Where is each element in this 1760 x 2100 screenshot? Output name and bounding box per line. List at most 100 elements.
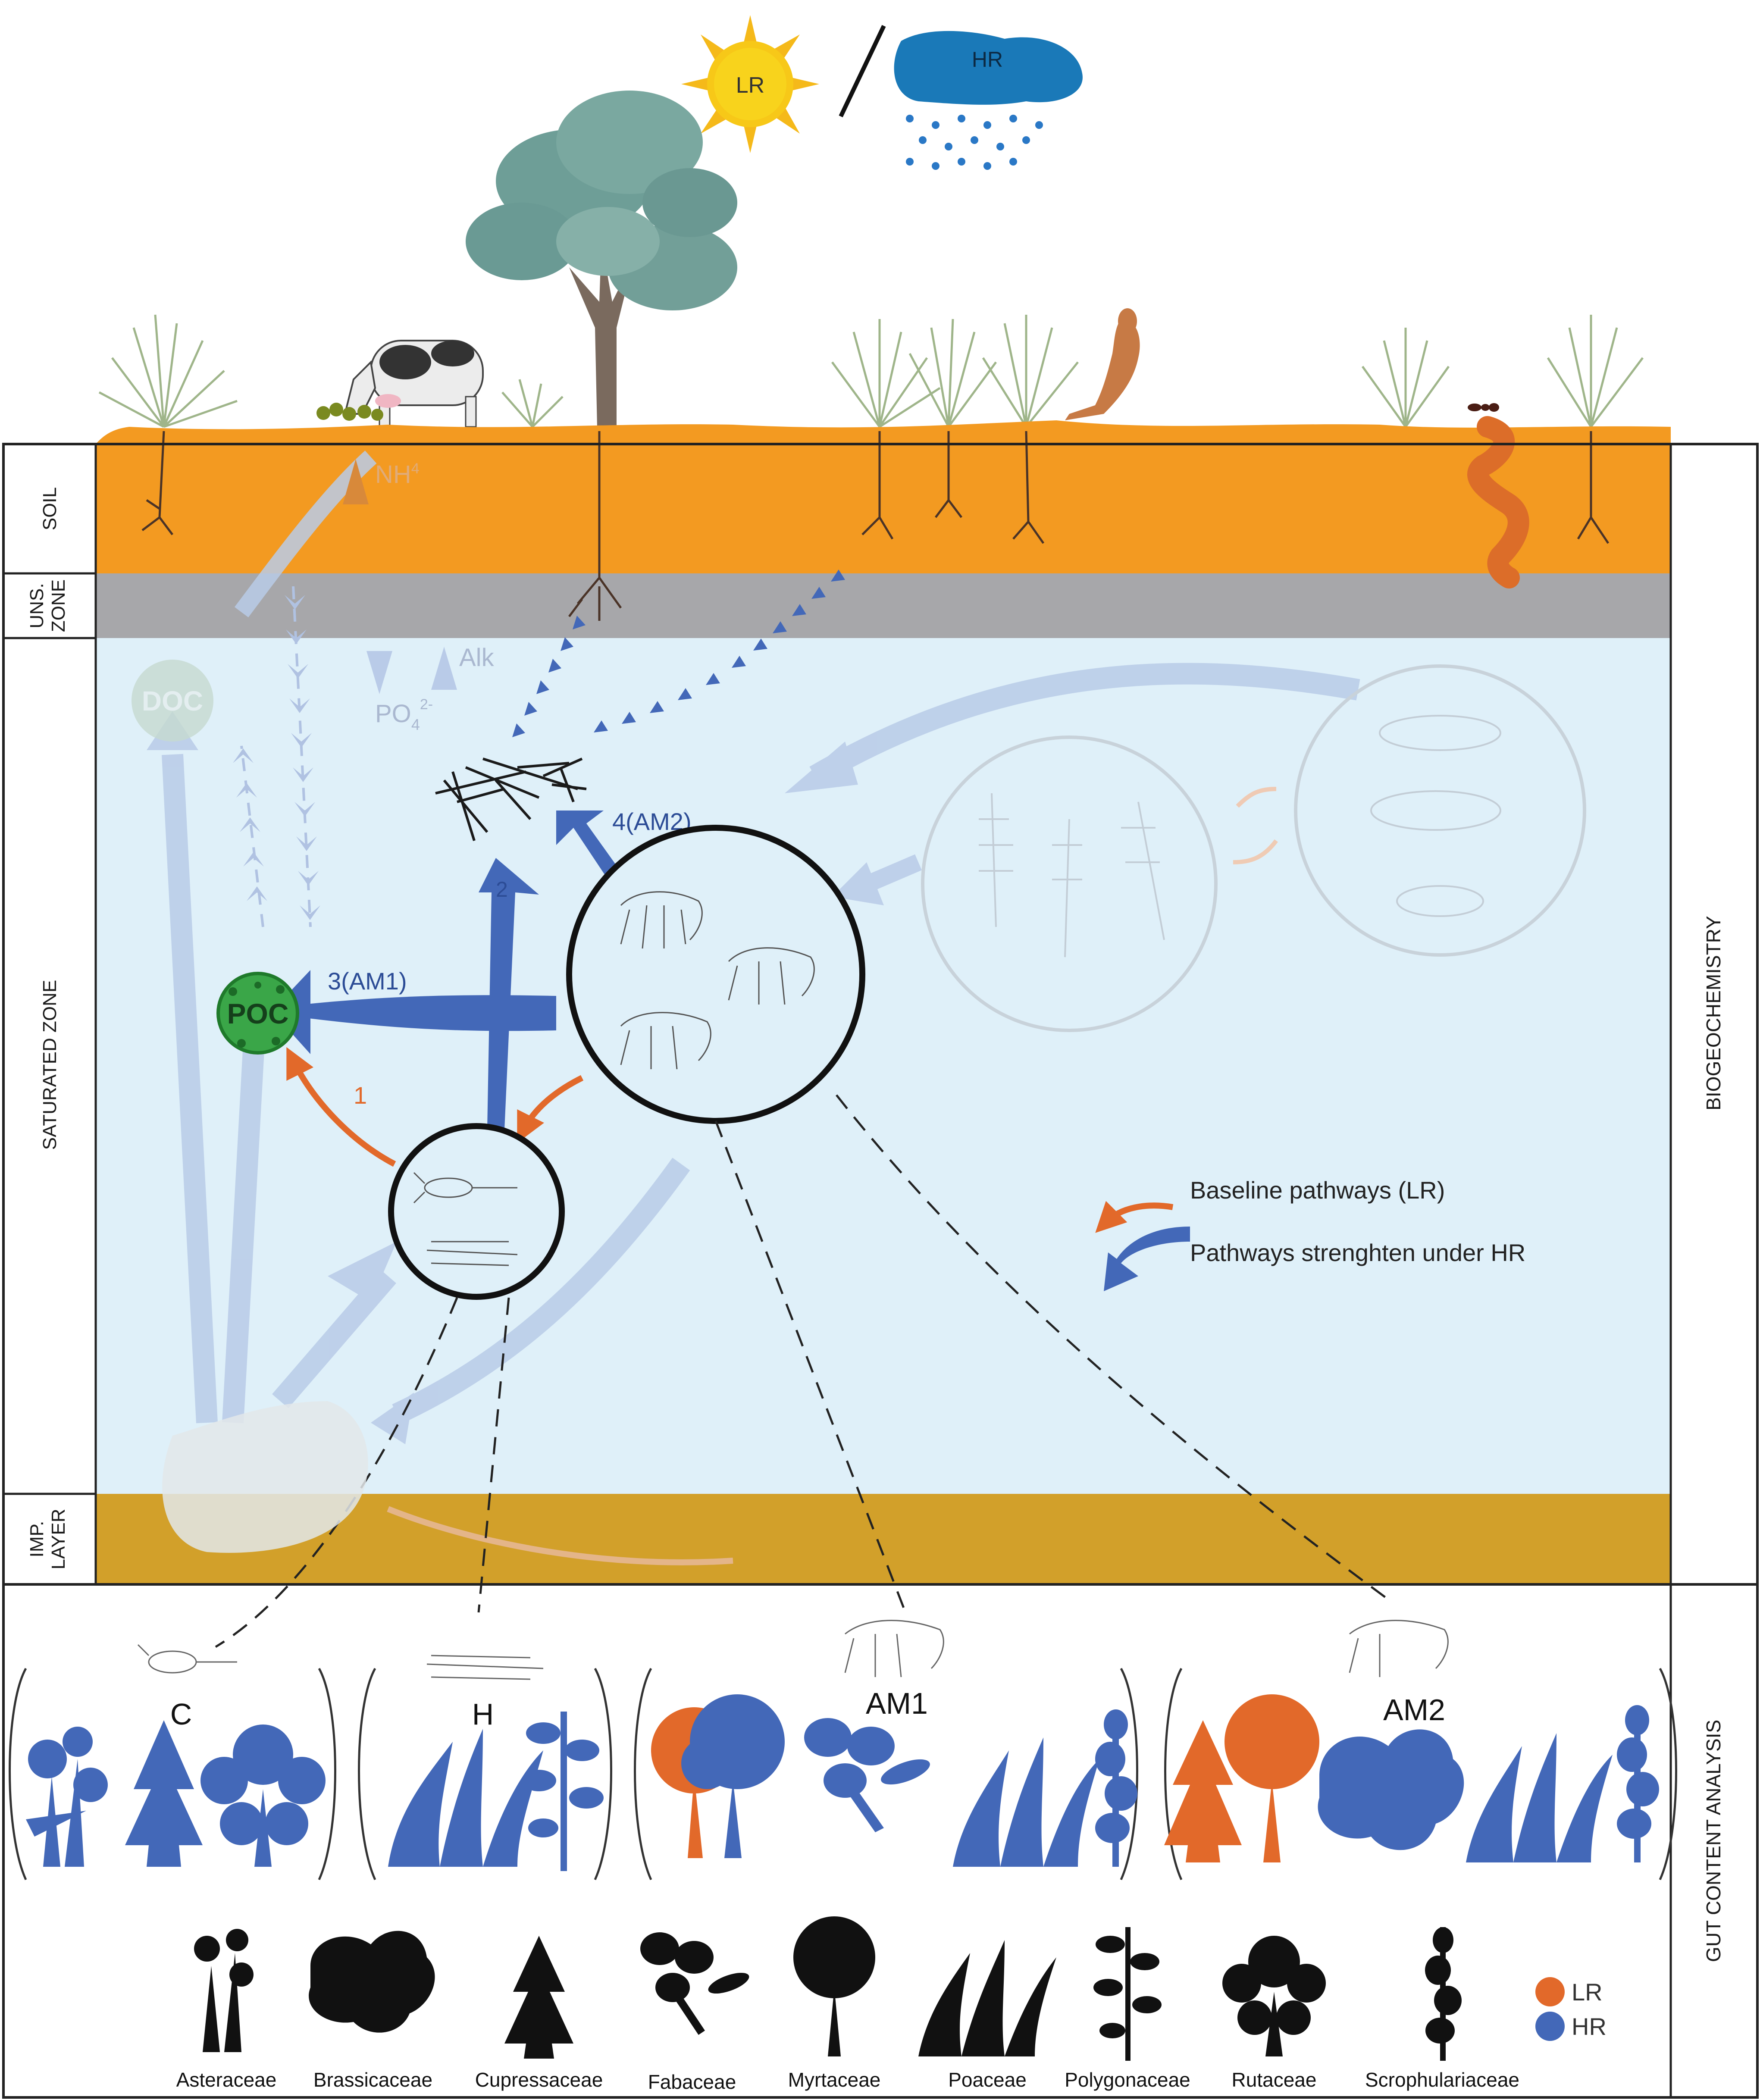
poc-label: POC: [227, 998, 288, 1030]
poaceae-icon: [918, 1940, 1056, 2056]
am2-diet-cupressaceae-icon: [1164, 1720, 1242, 1862]
am1-diet-myrtaceae-hr-icon: [681, 1694, 785, 1858]
h-diet-poaceae-icon: [388, 1729, 543, 1867]
dung-icon: [316, 403, 383, 421]
pathway-3-arrow: [302, 995, 556, 1031]
legend-baseline-arrow: [1095, 1201, 1174, 1233]
rain-cloud-icon: [894, 31, 1083, 170]
poc-pool: [216, 972, 299, 1055]
faded-beetle-sketches: [1370, 715, 1501, 917]
family-label-fabaceae: Fabaceae: [648, 2071, 736, 2093]
unsaturated-zone-layer: [96, 573, 1671, 638]
doc-label: DOC: [142, 685, 203, 717]
doc-pool: [132, 660, 213, 742]
ant-icon: [1468, 403, 1499, 412]
gut-group-label-am2: AM2: [1383, 1693, 1445, 1727]
po4-label: PO42-: [375, 696, 433, 733]
faded-isopod-sketches: [979, 793, 1165, 958]
weather-divider: [839, 25, 886, 118]
family-label-scrophulariaceae: Scrophulariaceae: [1365, 2069, 1519, 2091]
fabaceae-icon: [640, 1932, 749, 2035]
amphipod-sketches: [620, 891, 815, 1070]
polygonaceae-icon: [1093, 1927, 1162, 2061]
sun-icon: [681, 15, 819, 153]
amphipod-circle: [566, 825, 865, 1124]
family-label-poaceae: Poaceae: [948, 2069, 1027, 2091]
soil-layer: [96, 420, 1671, 573]
rain-legend-lr-swatch: [1535, 1977, 1565, 2006]
family-label-brassicaceae: Brassicaceae: [313, 2069, 432, 2091]
faded-beetle-circle: [1294, 664, 1586, 957]
family-label-cupressaceae: Cupressaceae: [475, 2069, 603, 2091]
family-label-myrtaceae: Myrtaceae: [788, 2069, 881, 2091]
copepod-sketches: [413, 1172, 518, 1266]
cloud-label: HR: [972, 47, 1003, 72]
legend-strengthen-label: Pathways strenghten under HR: [1190, 1239, 1525, 1266]
am2-diet-brassicaceae-icon: [1318, 1729, 1464, 1850]
faded-chevrons-down: [285, 595, 320, 920]
poc-particles: [229, 982, 285, 1048]
brassicaceae-icon: [309, 1931, 435, 2033]
rain-legend-hr-label: HR: [1572, 2013, 1607, 2040]
c-diet-cupressaceae-icon: [125, 1720, 203, 1867]
grass-tufts: [98, 314, 1644, 428]
saturated-zone-layer: [96, 638, 1671, 1494]
myrtaceae-icon: [793, 1916, 875, 2056]
faded-pathways: [147, 451, 1360, 1565]
copepod-circle: [388, 1123, 565, 1300]
gut-content-label: GUT CONTENT ANALYSIS: [1702, 1720, 1725, 1962]
alk-triangle: [431, 647, 457, 690]
alk-label: Alk: [459, 644, 495, 672]
po4-triangle: [366, 651, 392, 694]
gut-group-sketches: [137, 1620, 1449, 1680]
family-label-asteraceae: Asteraceae: [176, 2069, 277, 2091]
scrophulariaceae-icon: [1425, 1927, 1462, 2061]
nh4-triangle: [343, 459, 369, 504]
family-label-polygonaceae: Polygonaceae: [1065, 2069, 1190, 2091]
am1-diet-poaceae-icon: [953, 1737, 1099, 1867]
gut-group-brackets: [9, 1668, 1677, 1881]
sediment-blob: [162, 1401, 368, 1553]
saturated-zone-label: SATURATED ZONE: [39, 980, 60, 1150]
pathway-2-arrow: [479, 858, 539, 1130]
plant-roots: [141, 431, 1610, 621]
pathway-3-label: 3(AM1): [328, 967, 407, 995]
rain-legend-lr-label: LR: [1572, 1978, 1603, 2006]
worm-burrow: [1467, 416, 1529, 588]
pathway-2-label: 2: [496, 877, 508, 901]
am2-diet-poaceae-icon: [1466, 1733, 1613, 1862]
rain-legend-hr-swatch: [1535, 2012, 1565, 2041]
soil-zone-label: SOIL: [39, 487, 60, 530]
unsaturated-zone-label-1: UNS.: [26, 583, 47, 628]
gut-link-lines: [215, 1094, 1389, 1648]
am2-diet-myrtaceae-icon: [1224, 1694, 1319, 1862]
biogeochemistry-label: BIOGEOCHEMISTRY: [1702, 916, 1725, 1111]
pathway-1-label: 1: [354, 1082, 367, 1109]
gut-group-label-am1: AM1: [866, 1687, 928, 1720]
detritus-icon: [435, 757, 587, 841]
legend-baseline-label: Baseline pathways (LR): [1190, 1177, 1445, 1204]
imp-layer-label-1: IMP.: [26, 1521, 47, 1558]
eucalyptus-tree-icon: [466, 91, 737, 427]
root-detritus-chevrons: [512, 570, 845, 737]
faded-chevrons-up: [233, 748, 267, 901]
am1-diet-fabaceae-icon: [804, 1718, 930, 1832]
sun-label: LR: [736, 73, 764, 98]
asteraceae-icon: [194, 1929, 254, 2052]
h-diet-polygonaceae-icon: [522, 1712, 604, 1871]
amphipod-to-copepod-arrow: [517, 1075, 584, 1143]
impermeable-layer: [96, 1494, 1671, 1584]
am1-diet-scrophulariaceae-icon: [1095, 1709, 1137, 1867]
c-diet-rutaceae-icon: [200, 1724, 326, 1867]
unsaturated-zone-label-2: ZONE: [48, 579, 69, 632]
rutaceae-icon: [1222, 1936, 1326, 2056]
c-diet-asteraceae-icon: [26, 1727, 108, 1867]
faded-isopod-circle: [921, 735, 1218, 1032]
imp-layer-label-2: LAYER: [48, 1508, 69, 1569]
legend-strengthen-arrow: [1104, 1227, 1190, 1291]
outer-frame: [2, 443, 1759, 2099]
gut-group-label-c: C: [170, 1697, 192, 1731]
pathway-1-arrow: [286, 1047, 396, 1167]
family-label-rutaceae: Rutaceae: [1232, 2069, 1317, 2091]
